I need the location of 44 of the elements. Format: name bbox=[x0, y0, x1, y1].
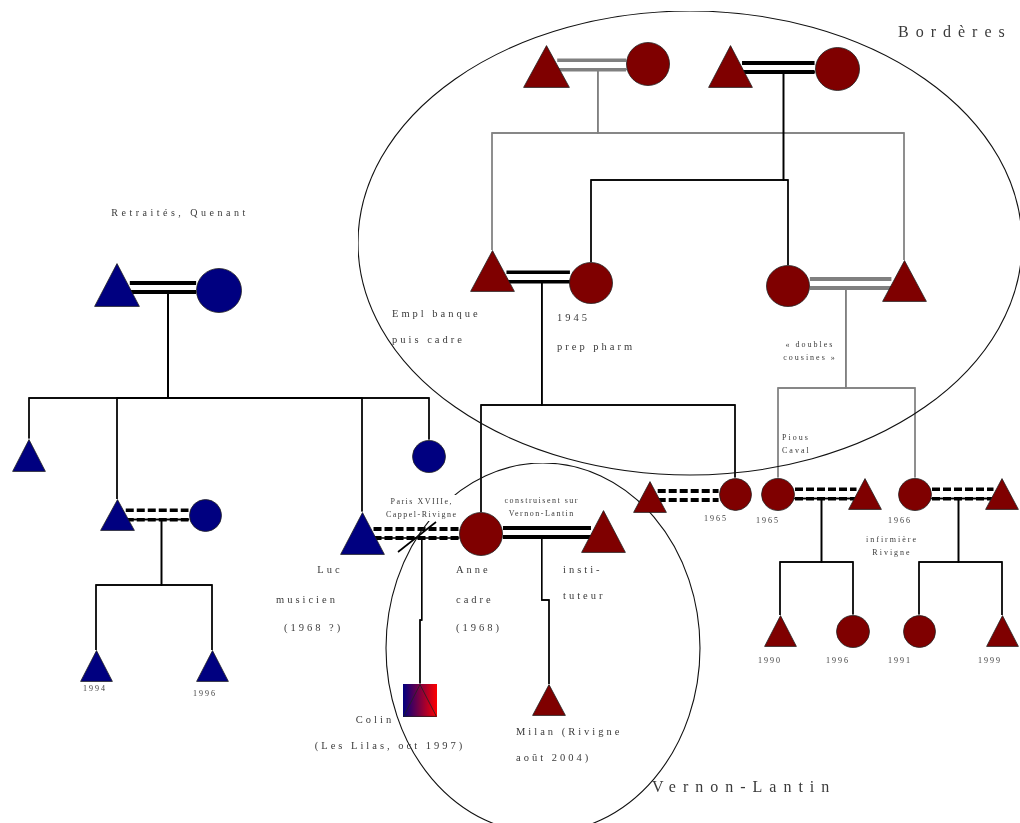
descent-line bbox=[820, 497, 855, 616]
marriage-line bbox=[506, 270, 570, 284]
person-caption: 1965 bbox=[703, 513, 729, 525]
descent-line bbox=[957, 497, 1003, 616]
person-caption: prep pharm bbox=[557, 340, 637, 354]
group-label: Retraités, Quenant bbox=[110, 206, 250, 220]
person-caption: Colin bbox=[354, 713, 396, 727]
descent-line bbox=[782, 71, 816, 266]
marriage-line bbox=[125, 508, 189, 522]
marriage-line bbox=[129, 281, 197, 294]
marriage-line bbox=[657, 489, 719, 502]
person-caption: Luc bbox=[316, 563, 344, 577]
person-caption: 1966 bbox=[887, 515, 913, 527]
person-caption: 1994 bbox=[82, 683, 108, 695]
marriage-line bbox=[557, 58, 626, 72]
person-caption: musicien bbox=[276, 593, 339, 607]
marriage-line bbox=[809, 277, 892, 290]
person-caption: 1996 bbox=[192, 688, 218, 700]
descent-line bbox=[845, 287, 916, 479]
person-caption: 1945 bbox=[557, 311, 591, 325]
marriage-line bbox=[795, 487, 857, 501]
marriage-line bbox=[373, 527, 459, 540]
region-title: Vernon-Lantin bbox=[652, 777, 837, 797]
person-caption: cadre bbox=[456, 593, 495, 607]
person-caption: Anne bbox=[456, 563, 492, 577]
person-caption: 1999 bbox=[977, 655, 1003, 667]
person-caption: infirmière Rivigne bbox=[865, 534, 919, 559]
marriage-line bbox=[502, 526, 591, 539]
person-caption: 1965 bbox=[755, 515, 781, 527]
marriage-line bbox=[742, 61, 815, 74]
person-caption: Empl banque puis cadre bbox=[392, 307, 482, 347]
descent-line bbox=[419, 537, 460, 685]
region-title: Bordères bbox=[898, 22, 1012, 42]
descent-line bbox=[160, 518, 213, 651]
person-caption: (1968) bbox=[456, 621, 503, 635]
person-caption: Milan (Rivigne août 2004) bbox=[516, 725, 624, 765]
annotation: « doubles cousines » bbox=[782, 339, 838, 364]
person-caption: 1990 bbox=[757, 655, 783, 667]
person-caption: Pious Caval bbox=[782, 432, 812, 457]
marriage-line bbox=[932, 487, 994, 501]
person-caption: 1991 bbox=[887, 655, 913, 667]
person-caption: insti- tuteur bbox=[563, 563, 607, 603]
person-caption: (1968 ?) bbox=[284, 621, 345, 635]
person-caption: 1996 bbox=[825, 655, 851, 667]
